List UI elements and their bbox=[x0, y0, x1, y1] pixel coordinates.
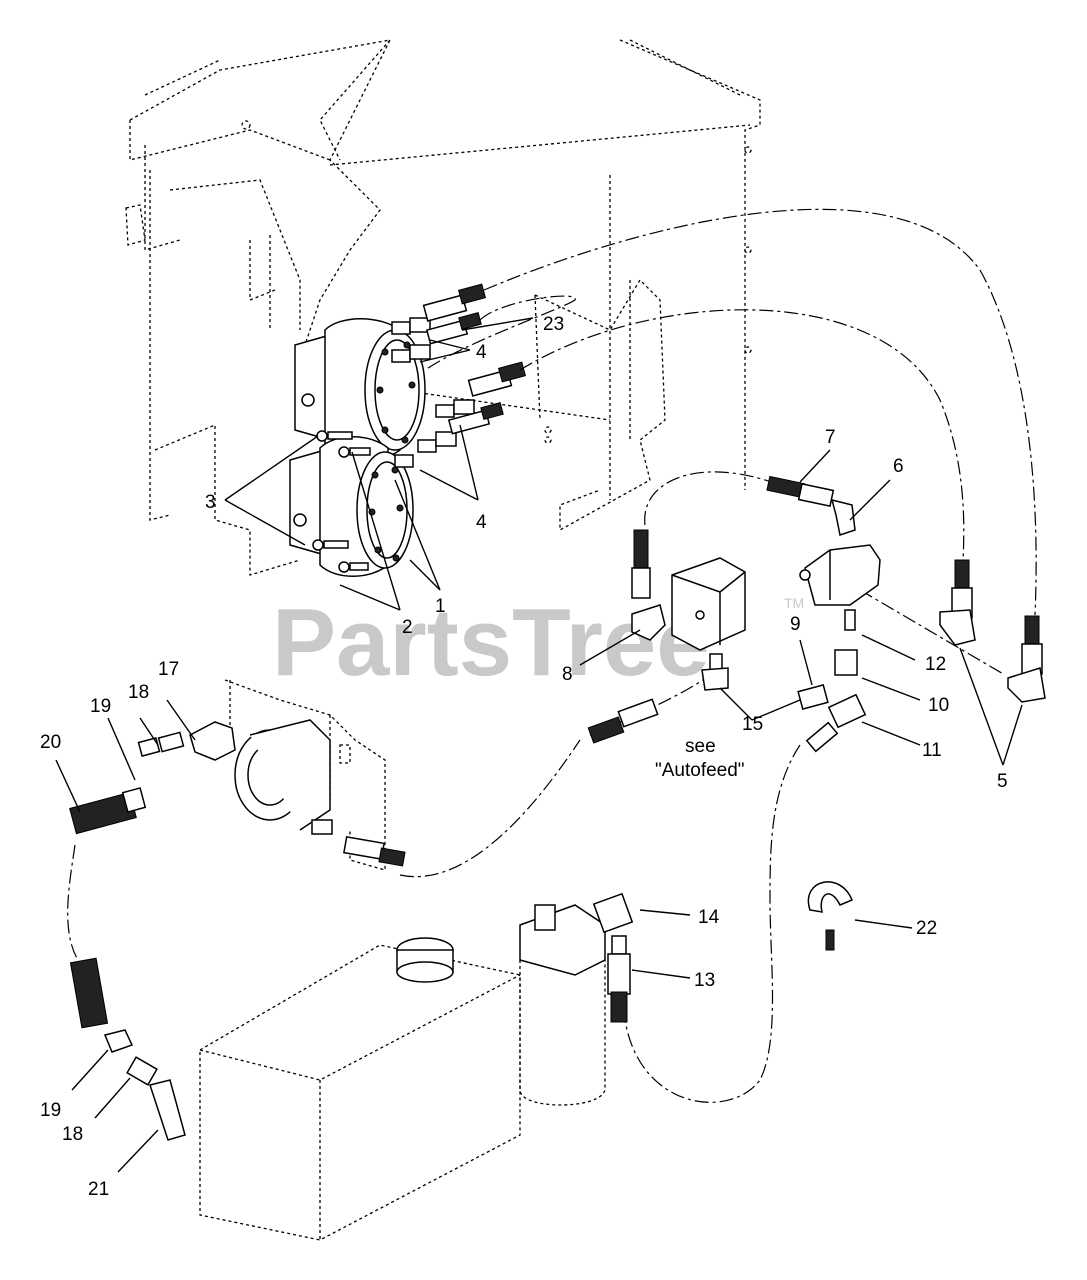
callout-7: 7 bbox=[825, 427, 836, 448]
callout-19-upper: 19 bbox=[90, 696, 111, 717]
oil-filter bbox=[519, 892, 634, 1106]
hydraulic-reservoir bbox=[199, 937, 521, 1241]
callout-labels: 23 4 4 3 2 1 7 6 8 9 12 10 11 5 15 see "… bbox=[40, 314, 1008, 1200]
callout-11: 11 bbox=[922, 740, 942, 761]
bolts-and-washers bbox=[312, 430, 371, 573]
leader-lines bbox=[55, 317, 1023, 1173]
watermark-text: PartsTree bbox=[272, 589, 710, 696]
callout-3: 3 bbox=[205, 492, 216, 513]
callout-14: 14 bbox=[698, 907, 720, 928]
valve-hoses bbox=[766, 475, 1046, 703]
suction-hose bbox=[69, 787, 186, 1141]
callout-12: 12 bbox=[925, 654, 946, 675]
hydraulic-pump bbox=[137, 679, 406, 871]
callout-5: 5 bbox=[997, 771, 1008, 792]
callout-18-lower: 18 bbox=[62, 1124, 83, 1145]
callout-4-upper: 4 bbox=[476, 342, 487, 363]
callout-2: 2 bbox=[402, 617, 413, 638]
callout-9: 9 bbox=[790, 614, 801, 635]
hose-clamp bbox=[807, 881, 853, 951]
motor-fittings-and-hoses bbox=[391, 283, 527, 468]
callout-4-lower: 4 bbox=[476, 512, 487, 533]
callout-18-upper: 18 bbox=[128, 682, 149, 703]
callout-17: 17 bbox=[158, 659, 179, 680]
chipper-housing-outline bbox=[125, 39, 761, 576]
callout-20: 20 bbox=[40, 732, 61, 753]
callout-21: 21 bbox=[88, 1179, 109, 1200]
callout-22: 22 bbox=[916, 918, 937, 939]
callout-6: 6 bbox=[893, 456, 904, 477]
watermark: PartsTree TM bbox=[272, 589, 804, 696]
flow-divider-block bbox=[587, 529, 829, 744]
callout-15: 15 bbox=[742, 714, 763, 735]
callout-19-lower: 19 bbox=[40, 1100, 61, 1121]
hydraulic-motor-upper bbox=[294, 318, 426, 462]
control-valve bbox=[799, 544, 881, 753]
callout-10: 10 bbox=[928, 695, 949, 716]
callout-13: 13 bbox=[694, 970, 715, 991]
see-note-line1: see bbox=[685, 736, 716, 757]
watermark-tm: TM bbox=[784, 595, 804, 611]
see-note-line2: "Autofeed" bbox=[655, 760, 745, 781]
callout-1: 1 bbox=[435, 596, 446, 617]
callout-8: 8 bbox=[562, 664, 573, 685]
callout-23: 23 bbox=[543, 314, 564, 335]
